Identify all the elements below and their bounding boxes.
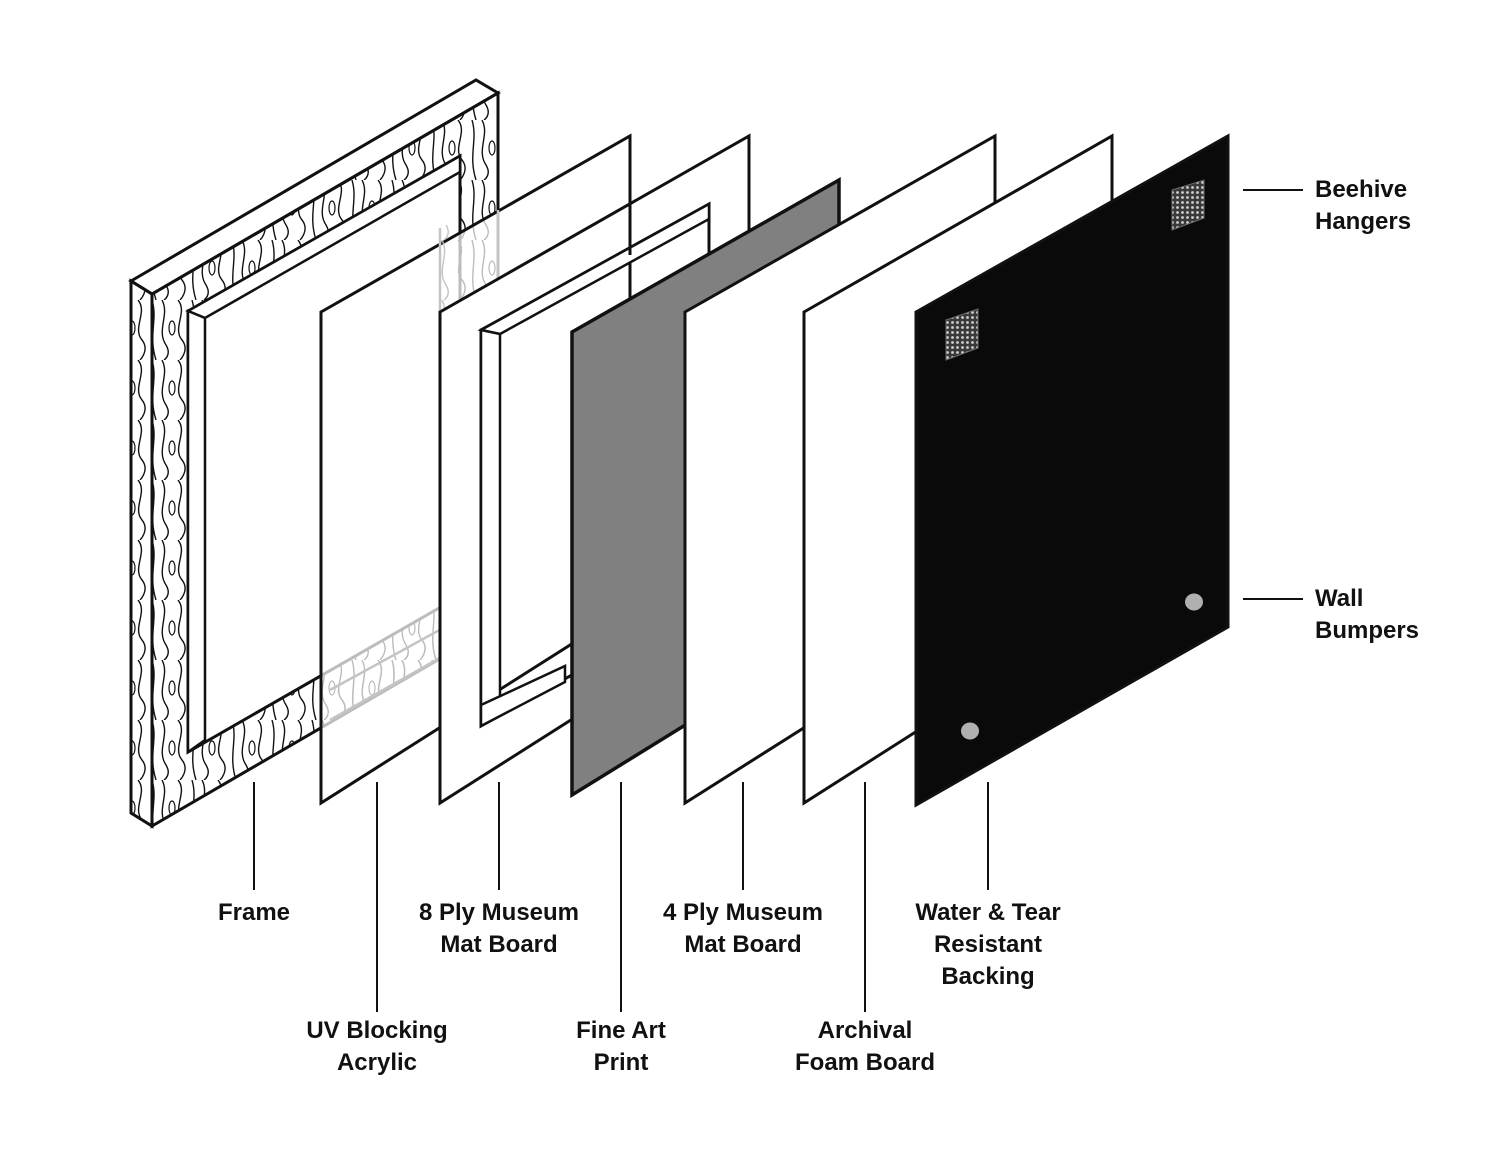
beehive-hanger-left [945,308,979,361]
label-uv-acrylic: UV Blocking Acrylic [306,1017,448,1076]
label-backing: Water & Tear Resistant Backing [915,899,1061,990]
frame-rabbet-left [186,309,207,755]
label-wall-bumpers: Wall Bumpers [1315,585,1420,644]
label-frame: Frame [217,899,291,926]
label-mat4: 4 Ply Museum Mat Board [662,899,824,958]
leader-lines [253,189,1303,1012]
label-foam-board: Archival Foam Board [794,1017,936,1076]
frame-side-edge [129,278,154,829]
label-beehive-hangers: Beehive Hangers [1315,176,1412,235]
beehive-hanger-right [1171,179,1205,231]
label-mat8: 8 Ply Museum Mat Board [418,899,580,958]
backing-sheet [914,133,1230,808]
label-fine-art-print: Fine Art Print [576,1017,666,1076]
mat8-bevel-left [479,328,502,729]
wall-bumper-left [961,722,979,740]
wall-bumper-right [1185,593,1203,611]
backing-layer [914,133,1230,808]
mat8-bevel-bottom [479,664,567,729]
